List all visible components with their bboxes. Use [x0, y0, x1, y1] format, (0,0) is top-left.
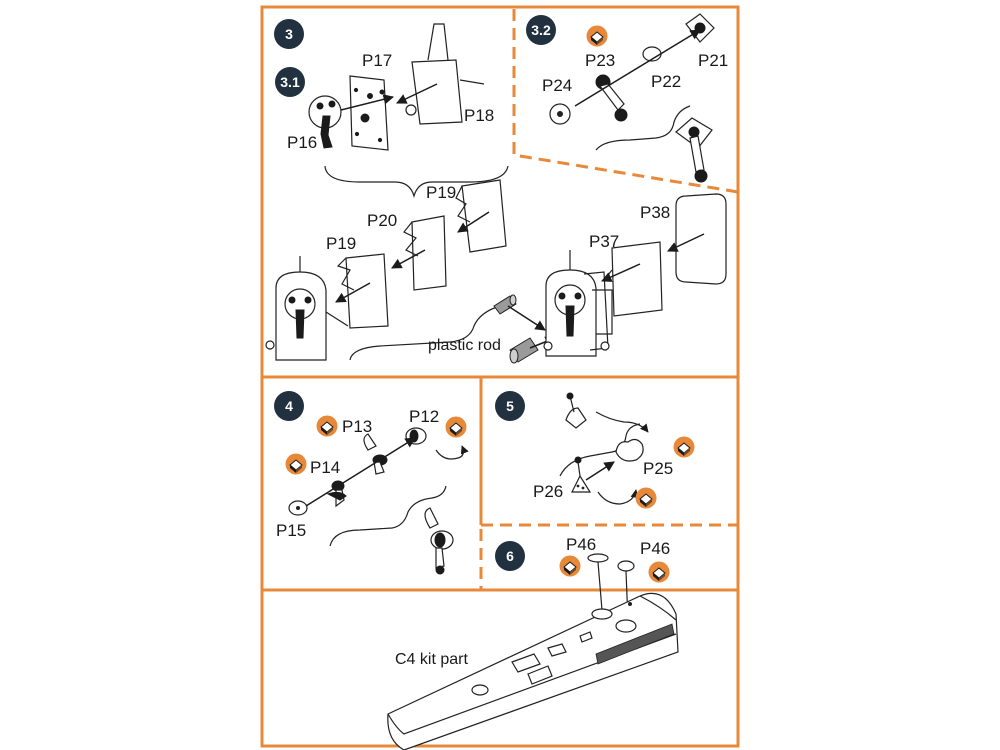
assembly-brace [324, 165, 509, 199]
part-p46-left [587, 553, 609, 611]
part-p15 [288, 500, 308, 516]
paint-callout-icon [316, 415, 338, 437]
step-5-number: 5 [506, 398, 514, 414]
label-p38: P38 [640, 203, 670, 222]
rotate-direction-icon [597, 489, 639, 505]
note-c4-kit-part: C4 kit part [395, 651, 468, 668]
step-3-1-number: 3.1 [280, 74, 300, 90]
part-housing-right [543, 250, 613, 357]
label-p20: P20 [367, 211, 397, 230]
part-3-2-assembled [675, 117, 713, 183]
arrow-icon [457, 211, 490, 233]
step-3-1-badge: 3.1 [275, 67, 305, 97]
part-housing-left [265, 256, 349, 361]
part-p19-left [336, 253, 389, 329]
step-6-number: 6 [506, 548, 514, 564]
step-3: 3 3.1 P16 P17 [265, 19, 727, 364]
label-p19-left: P19 [326, 234, 356, 253]
label-p21: P21 [698, 51, 728, 70]
paint-callout-icon [648, 561, 670, 583]
arrow-icon [601, 263, 641, 282]
arrow-icon [396, 83, 438, 104]
arrow-icon [305, 437, 416, 507]
note-plastic-rod: plastic rod [428, 337, 501, 354]
part-p20 [403, 215, 447, 291]
label-p19-right: P19 [426, 183, 456, 202]
arrow-icon [335, 282, 371, 303]
label-p18: P18 [464, 106, 494, 125]
step-3-2: 3.2 P24 P23 P22 P21 [526, 13, 728, 183]
part-p19-right [455, 179, 507, 253]
label-p15: P15 [276, 521, 306, 540]
step-3-2-badge: 3.2 [526, 15, 556, 45]
step-3-number: 3 [285, 26, 293, 42]
part-p14 [326, 480, 347, 508]
step-5: 5 P25 P26 [495, 391, 695, 509]
arrow-icon [585, 461, 615, 481]
label-p24: P24 [542, 76, 572, 95]
step-4-number: 4 [285, 398, 293, 414]
label-p13: P13 [342, 417, 372, 436]
part-p26 [571, 456, 592, 493]
arrow-icon [391, 249, 426, 269]
part-p16 [308, 95, 342, 149]
label-p12: P12 [409, 407, 439, 426]
label-p25: P25 [643, 459, 673, 478]
paint-callout-icon [586, 25, 608, 47]
rotate-direction-icon [595, 411, 649, 433]
part-p25 [615, 438, 644, 462]
part-plastic-rod [493, 294, 539, 364]
step-5-badge: 5 [495, 391, 525, 421]
label-p16: P16 [287, 133, 317, 152]
step-3-badge: 3 [274, 19, 304, 49]
part-p24 [549, 103, 571, 125]
label-p23: P23 [585, 51, 615, 70]
step-4-badge: 4 [274, 391, 304, 421]
step-4: 4 P13 P14 P12 P15 [274, 391, 469, 575]
part-p18 [405, 23, 485, 125]
label-p46-left: P46 [566, 535, 596, 554]
part-4-assembled [424, 507, 454, 575]
frame-dashed-lines [262, 9, 739, 592]
part-p37 [603, 241, 663, 317]
part-p38 [675, 193, 727, 285]
paint-callout-icon [285, 453, 307, 475]
label-p22: P22 [651, 72, 681, 91]
label-p26: P26 [533, 482, 563, 501]
label-p17: P17 [362, 51, 392, 70]
arrow-icon [340, 94, 395, 111]
rotate-direction-icon [435, 445, 469, 460]
assembly-brace [595, 105, 691, 151]
label-p14: P14 [310, 458, 340, 477]
arrow-icon [667, 233, 705, 252]
step-3-2-number: 3.2 [531, 22, 551, 38]
step-6-badge: 6 [495, 541, 525, 571]
arrow-icon [574, 29, 701, 107]
part-c4-kit-part [387, 592, 679, 750]
step-6: 6 P46 P46 C4 kit part [387, 535, 679, 750]
paint-callout-icon [445, 416, 467, 438]
part-p21 [685, 13, 715, 43]
label-p37: P37 [589, 232, 619, 251]
part-5-assembled [565, 392, 587, 429]
label-p46-right: P46 [640, 539, 670, 558]
assembly-brace [329, 485, 447, 547]
part-p17 [349, 75, 389, 151]
paint-callout-icon [635, 487, 657, 509]
part-p23 [595, 74, 628, 122]
paint-callout-icon [559, 555, 581, 577]
paint-callout-icon [673, 436, 695, 458]
arrow-icon [507, 305, 546, 331]
assembly-brace [349, 305, 501, 361]
